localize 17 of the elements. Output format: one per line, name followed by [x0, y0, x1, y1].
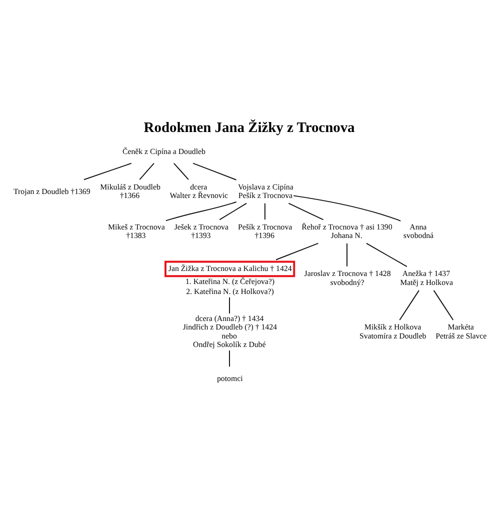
connector — [228, 296, 230, 314]
connector — [218, 202, 246, 220]
connector — [83, 162, 132, 180]
connector — [264, 202, 265, 220]
connector — [292, 195, 401, 222]
connector — [164, 202, 236, 222]
diagram-title: Rodokmen Jana Žižky z Trocnova — [143, 120, 354, 136]
connector — [346, 242, 347, 267]
connector — [275, 242, 318, 260]
connector — [138, 162, 154, 180]
connector — [192, 162, 236, 180]
connector — [432, 290, 454, 320]
connector — [398, 290, 419, 320]
connector — [288, 202, 324, 220]
connector — [365, 242, 407, 268]
connector — [172, 162, 188, 180]
connector — [228, 350, 230, 368]
